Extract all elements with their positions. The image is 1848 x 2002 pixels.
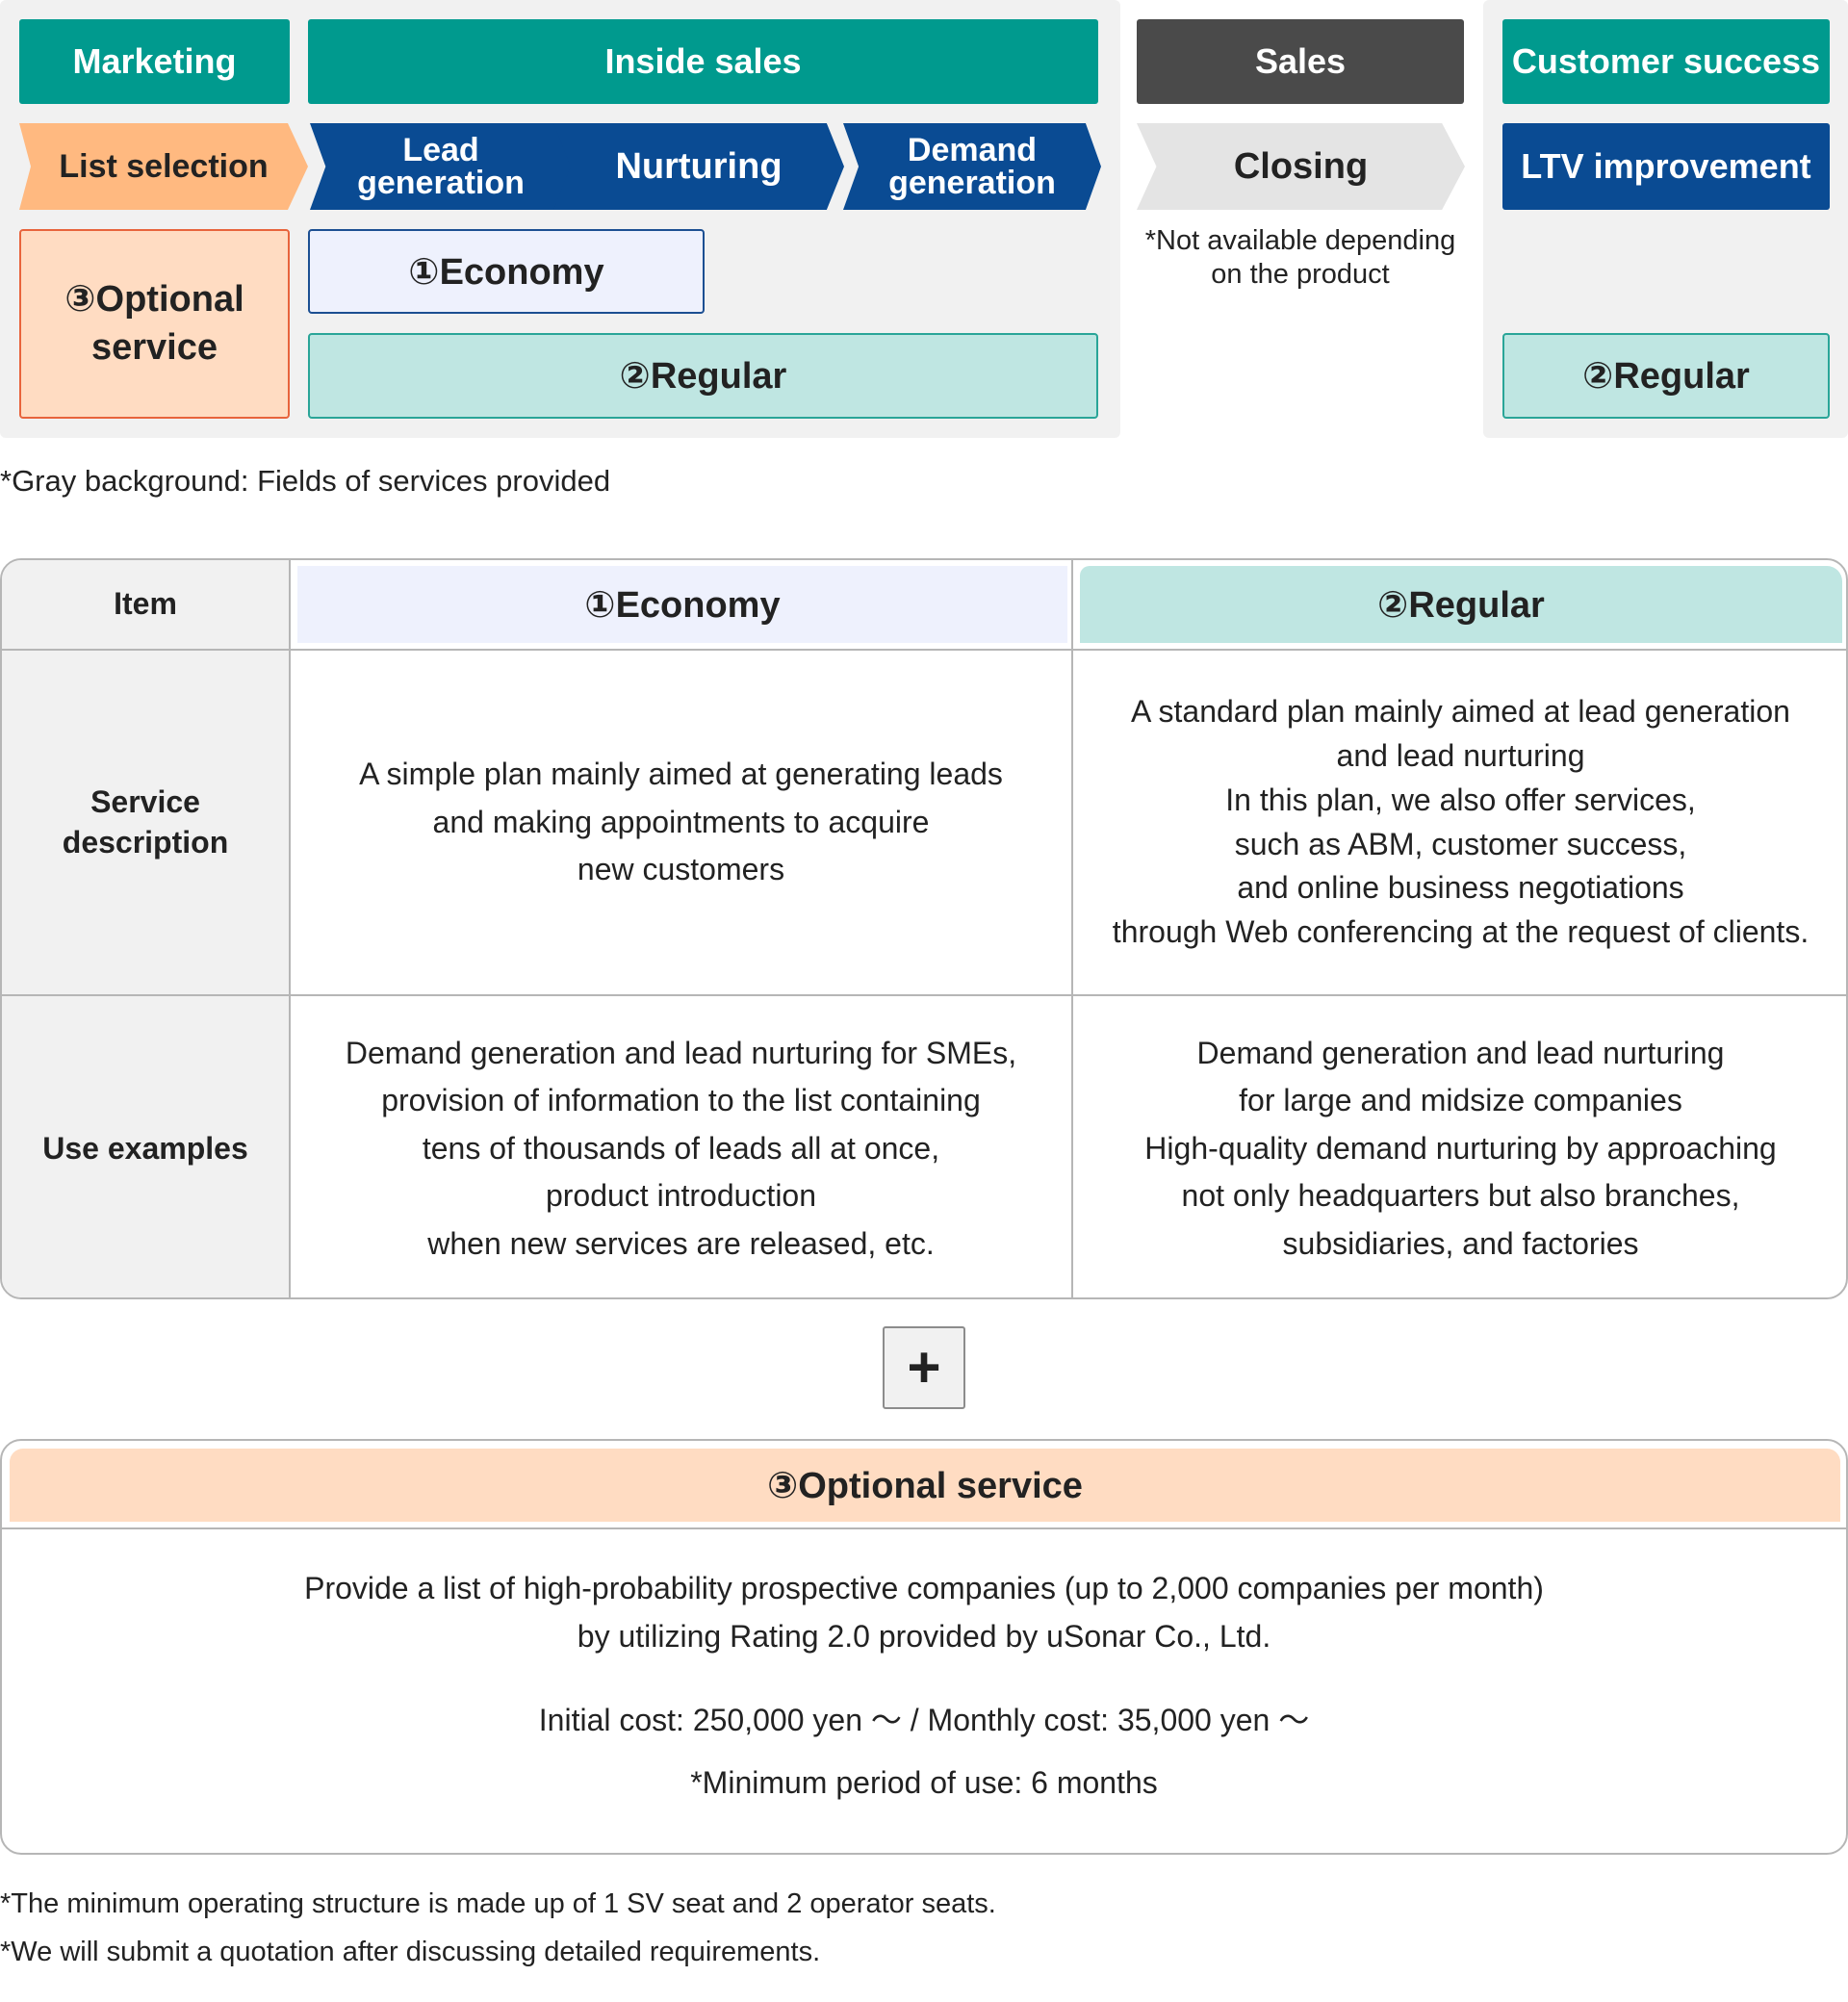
step-lead-generation-label: Lead generation [357,132,525,201]
regular-plan-box: ②Regular [308,333,1098,419]
step-demand-generation: Demand generation [843,123,1101,210]
economy-plan-box: ①Economy [308,229,705,314]
table-header-economy: ①Economy [297,566,1067,643]
table-header-regular-label: ②Regular [1377,584,1545,626]
use-examples-economy: Demand generation and lead nurturing for… [291,996,1071,1297]
use-examples-economy-text: Demand generation and lead nurturing for… [345,1035,1017,1261]
step-list-selection-label: List selection [59,148,269,185]
table-divider [289,560,291,1297]
phase-sales: Sales [1137,19,1464,104]
closing-note: *Not available depending on the product [1144,225,1456,290]
optional-service-description-1: Provide a list of high-probability prosp… [304,1571,1544,1605]
phase-inside-sales: Inside sales [308,19,1098,104]
table-divider [1071,560,1073,1297]
service-description-regular: A standard plan mainly aimed at lead gen… [1073,651,1846,994]
step-lead-generation: Lead generation [310,123,572,210]
use-examples-label: Use examples [42,1130,248,1166]
phase-customer-success: Customer success [1502,19,1830,104]
optional-service-minimum-period: *Minimum period of use: 6 months [690,1765,1158,1800]
optional-service-box-label: ③Optional service [64,279,244,368]
gray-background-note: *Gray background: Fields of services pro… [0,464,611,498]
footnote-operating-structure: *The minimum operating structure is made… [0,1888,996,1919]
service-description-label: Service description [62,783,229,860]
optional-service-cost: Initial cost: 250,000 yen ～ / Monthly co… [538,1703,1310,1737]
table-header-item: Item [2,560,289,649]
optional-service-box: ③Optional service [19,229,290,419]
table-header-regular: ②Regular [1080,566,1842,643]
table-header-item-label: Item [114,586,177,622]
step-ltv-improvement: LTV improvement [1502,123,1830,210]
step-list-selection: List selection [19,123,308,210]
use-examples-regular: Demand generation and lead nurturing for… [1073,996,1846,1297]
step-nurturing-label: Nurturing [615,146,783,187]
service-description-economy-text: A simple plan mainly aimed at generating… [359,757,1003,887]
use-examples-regular-text: Demand generation and lead nurturing for… [1144,1035,1777,1261]
service-description-regular-text: A standard plan mainly aimed at lead gen… [1112,694,1810,949]
footnote-quotation: *We will submit a quotation after discus… [0,1937,821,1967]
plan-comparison-table: Item ①Economy ②Regular Service descripti… [0,558,1848,1299]
regular-plan-box-cs: ②Regular [1502,333,1830,419]
table-row-label-use: Use examples [2,996,289,1297]
optional-service-title: ③Optional service [10,1449,1840,1522]
step-demand-generation-label: Demand generation [888,132,1056,201]
table-divider [2,994,1846,996]
optional-service-panel: ③Optional service Provide a list of high… [0,1439,1848,1855]
optional-service-divider [2,1527,1846,1529]
step-closing-label: Closing [1233,146,1369,187]
step-nurturing: Nurturing [553,123,844,210]
step-closing: Closing [1137,123,1465,210]
plus-symbol: + [907,1335,941,1399]
plus-icon: + [883,1326,965,1409]
table-row-label-service: Service description [2,651,289,994]
table-header-economy-label: ①Economy [584,584,781,626]
phase-marketing: Marketing [19,19,290,104]
optional-service-description-2: by utilizing Rating 2.0 provided by uSon… [577,1619,1271,1654]
table-divider [2,649,1846,651]
service-description-economy: A simple plan mainly aimed at generating… [291,651,1071,994]
